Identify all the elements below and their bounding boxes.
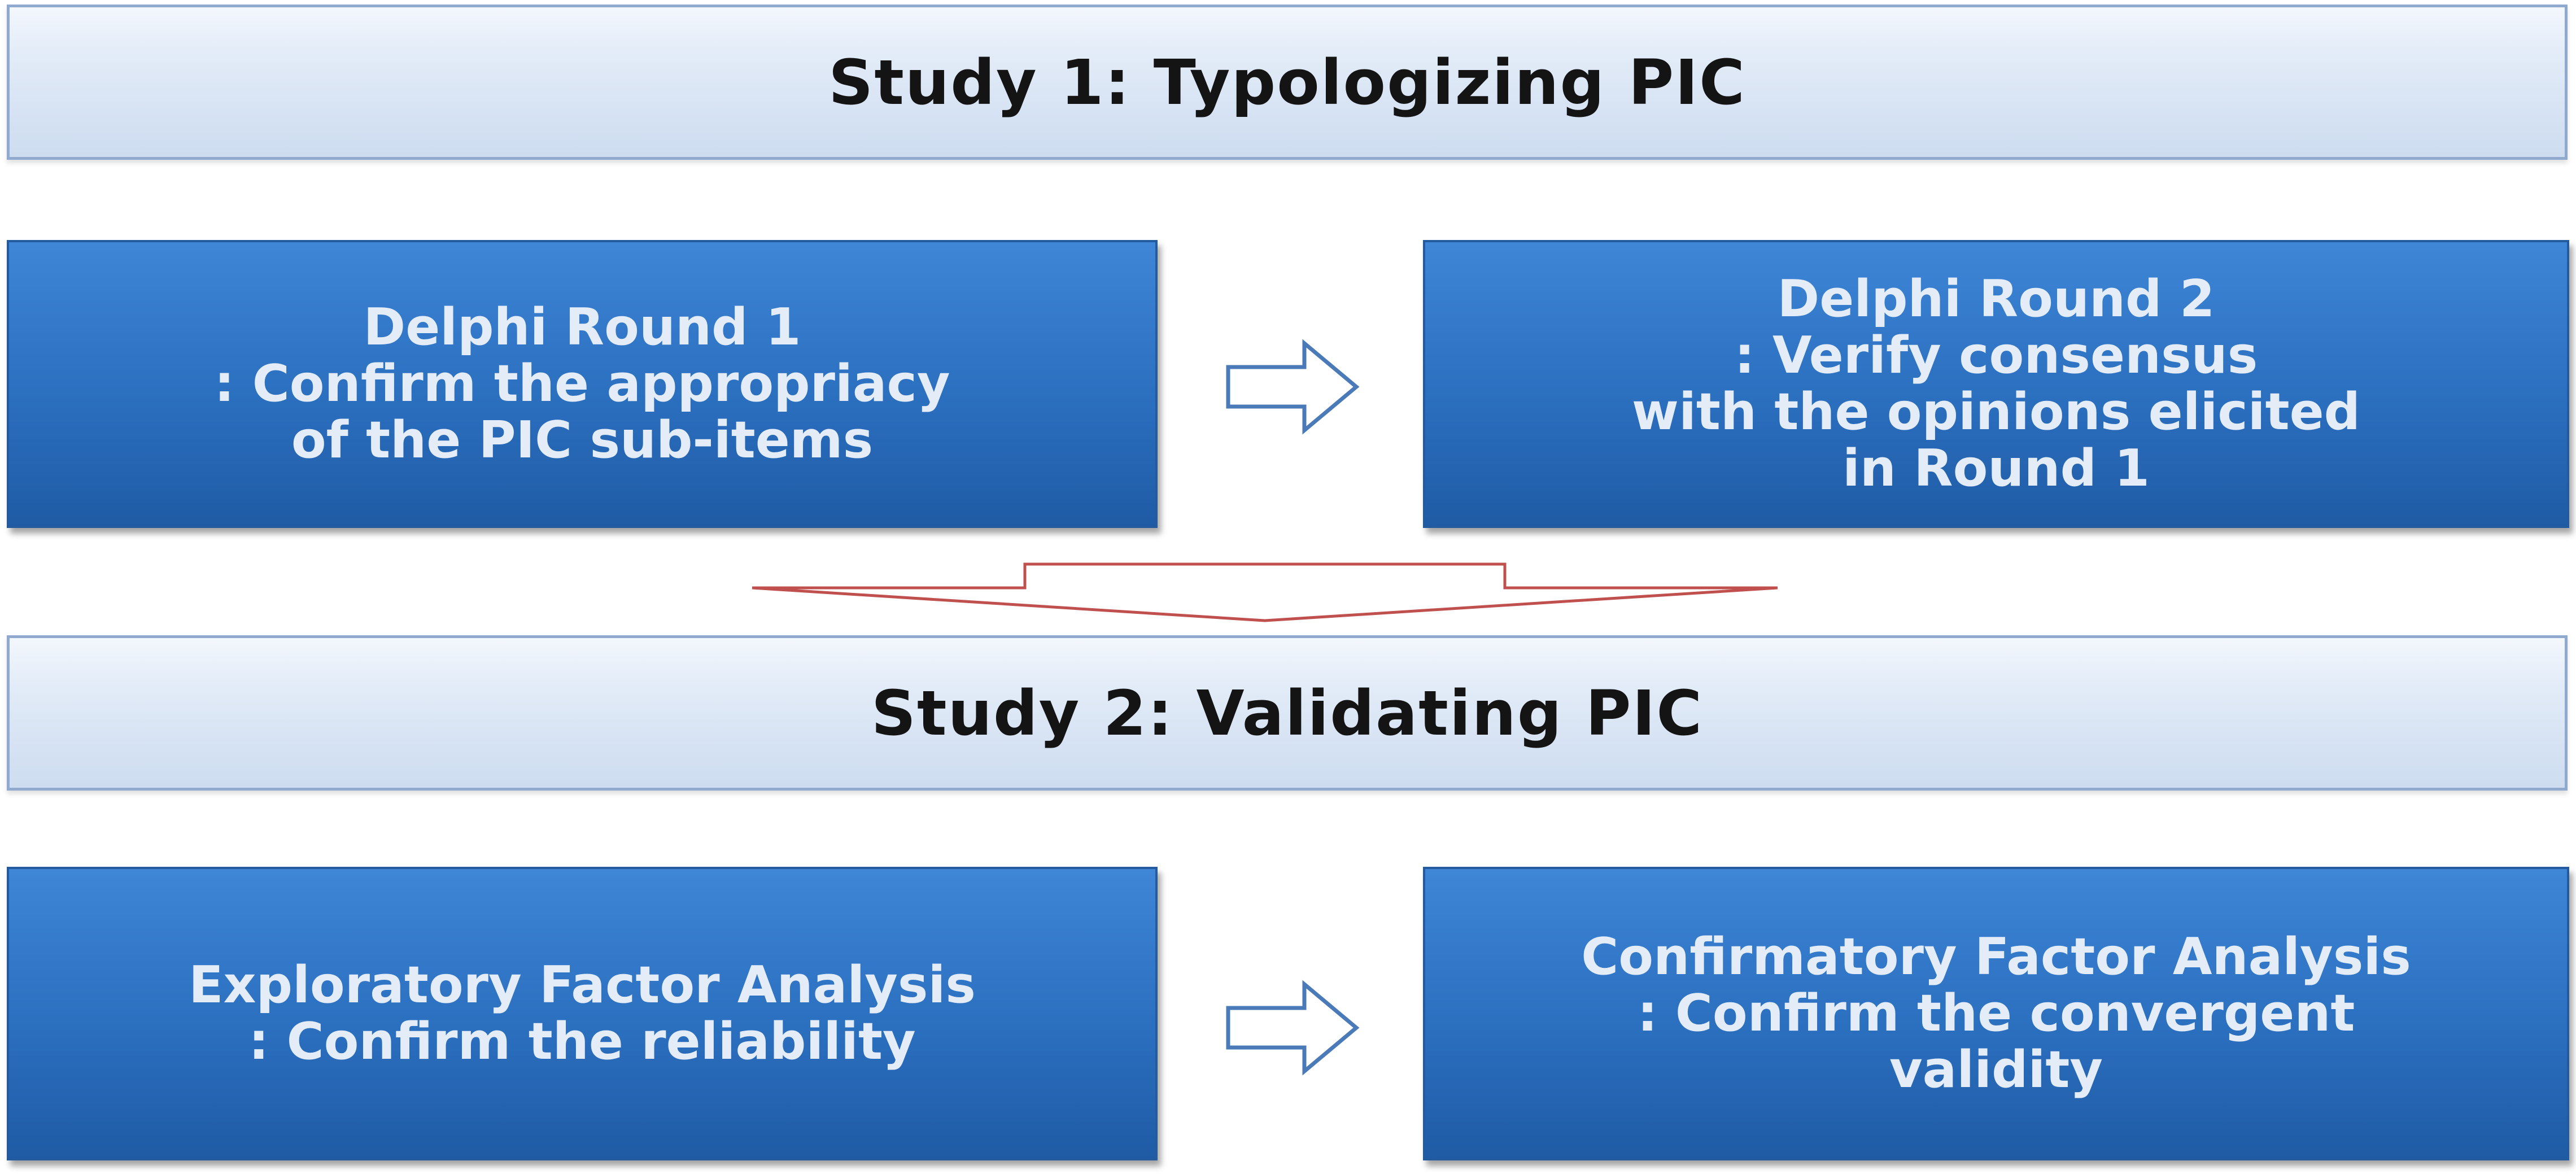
cfa-line: : Confirm the convergent <box>1637 984 2355 1043</box>
study1-header: Study 1: Typologizing PIC <box>7 5 2568 160</box>
delphi-round2-line: with the opinions elicited <box>1631 382 2361 442</box>
study1-title: Study 1: Typologizing PIC <box>828 46 1746 119</box>
delphi-round1-box: Delphi Round 1 : Confirm the appropriacy… <box>7 240 1158 528</box>
delphi-round2-line: in Round 1 <box>1843 439 2150 498</box>
efa-line: : Confirm the reliability <box>248 1012 916 1071</box>
delphi-round1-line: Delphi Round 1 <box>363 298 801 357</box>
delphi-round1-line: of the PIC sub-items <box>291 411 874 470</box>
down-arrow-icon <box>752 562 1778 622</box>
delphi-round2-line: : Verify consensus <box>1734 326 2258 385</box>
delphi-round2-line: Delphi Round 2 <box>1777 269 2215 329</box>
cfa-line: Confirmatory Factor Analysis <box>1581 927 2411 987</box>
delphi-round1-line: : Confirm the appropriacy <box>214 354 950 413</box>
study2-title: Study 2: Validating PIC <box>871 677 1704 749</box>
right-arrow-icon <box>1226 339 1360 435</box>
efa-box: Exploratory Factor Analysis : Confirm th… <box>7 867 1158 1160</box>
cfa-box: Confirmatory Factor Analysis : Confirm t… <box>1423 867 2569 1160</box>
efa-line: Exploratory Factor Analysis <box>189 955 976 1015</box>
cfa-line: validity <box>1889 1040 2103 1099</box>
right-arrow-icon <box>1226 980 1360 1076</box>
study2-header: Study 2: Validating PIC <box>7 635 2568 791</box>
delphi-round2-box: Delphi Round 2 : Verify consensus with t… <box>1423 240 2569 528</box>
